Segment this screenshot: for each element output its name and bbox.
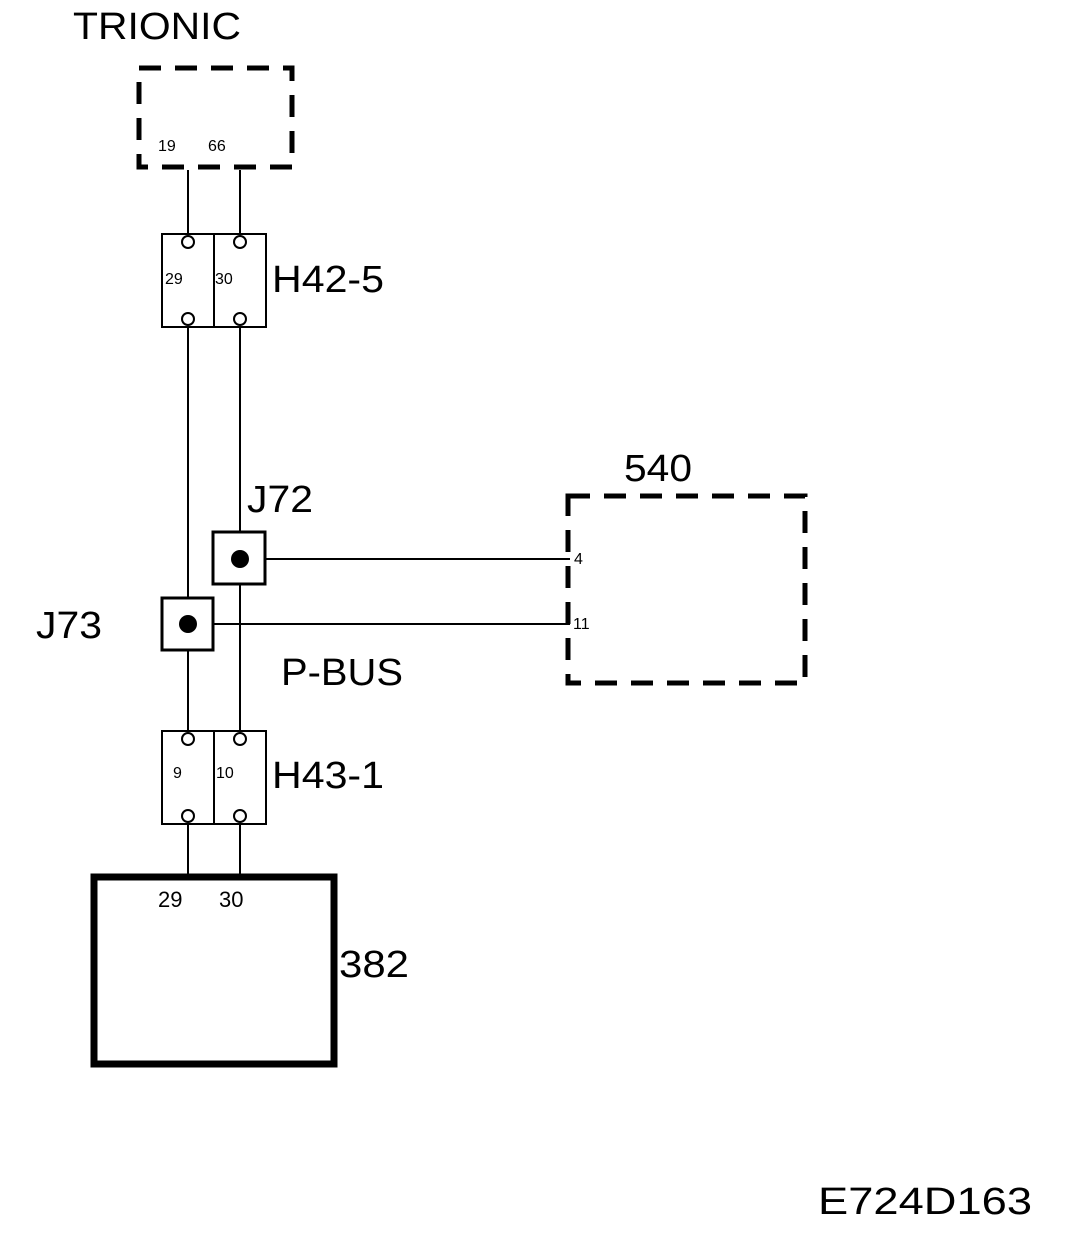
trionic-pin-66: 66	[208, 138, 226, 155]
540-box	[565, 493, 808, 686]
j73-dot	[179, 615, 197, 633]
trionic-box	[136, 65, 295, 170]
382-label: 382	[339, 944, 409, 986]
module-382: 29 30 382	[90, 873, 409, 1068]
p-bus-label: P-BUS	[281, 652, 403, 694]
h42-5-label: H42-5	[272, 259, 384, 301]
540-pin-4: 4	[574, 551, 583, 568]
h42-5-pin-30-top	[233, 235, 247, 249]
j72-label: J72	[247, 479, 313, 521]
h43-1-pin-10-label: 10	[216, 765, 234, 782]
wires	[187, 170, 570, 877]
h42-5-pin-30-bottom	[233, 312, 247, 326]
h43-1-pin-9-label: 9	[173, 765, 182, 782]
382-pin-30: 30	[219, 887, 243, 912]
h43-1-pin-9-top	[181, 732, 195, 746]
splice-j72: J72	[211, 479, 313, 586]
540-pin-11: 11	[573, 616, 590, 633]
h42-5-pin-29-label: 29	[165, 271, 183, 288]
382-pin-29: 29	[158, 887, 182, 912]
h42-5-pin-29-top	[181, 235, 195, 249]
splice-j73: J73	[36, 596, 215, 652]
h43-1-pin-9-bottom	[181, 809, 195, 823]
h43-1-label: H43-1	[272, 755, 384, 797]
trionic-module: TRIONIC 19 66	[73, 6, 295, 170]
h43-1-pin-10-top	[233, 732, 247, 746]
h42-5-pin-29-bottom	[181, 312, 195, 326]
drawing-id: E724D163	[818, 1181, 1032, 1223]
382-box	[90, 873, 338, 1068]
j73-label: J73	[36, 605, 102, 647]
module-540: 540 4 11	[565, 448, 808, 686]
h42-5-pin-30-label: 30	[215, 271, 233, 288]
connector-h42-5: 29 30 H42-5	[161, 233, 384, 328]
540-label: 540	[624, 448, 692, 490]
trionic-label: TRIONIC	[73, 6, 241, 48]
connector-h43-1: 9 10 H43-1	[161, 730, 384, 825]
h43-1-pin-10-bottom	[233, 809, 247, 823]
trionic-pin-19: 19	[158, 138, 176, 155]
j72-dot	[231, 550, 249, 568]
